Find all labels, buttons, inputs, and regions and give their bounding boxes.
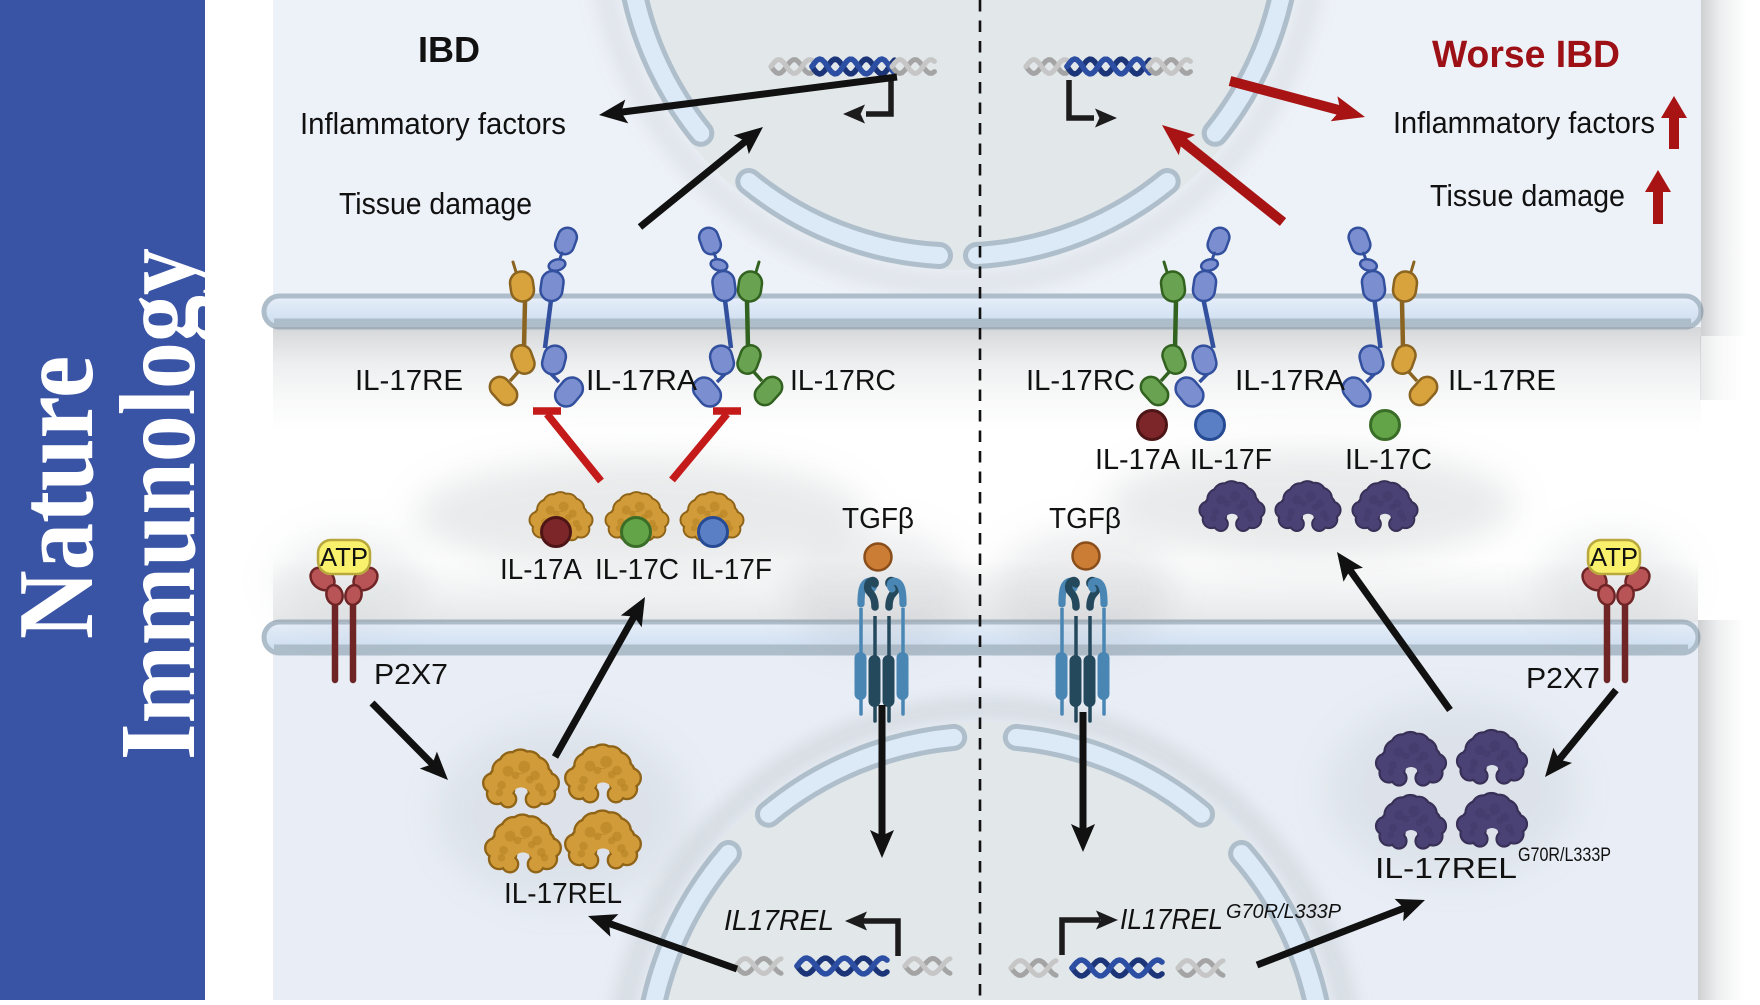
svg-text:Inflammatory factors: Inflammatory factors (1393, 105, 1655, 140)
svg-text:Immunology: Immunology (98, 248, 217, 760)
svg-text:IL-17A: IL-17A (500, 554, 583, 586)
svg-text:Tissue damage: Tissue damage (1430, 178, 1625, 213)
svg-text:IL-17F: IL-17F (691, 554, 772, 586)
svg-text:P2X7: P2X7 (1526, 663, 1600, 695)
svg-text:IL-17REL: IL-17REL (504, 878, 622, 910)
svg-text:Nature: Nature (0, 356, 115, 639)
svg-text:G70R/L333P: G70R/L333P (1518, 845, 1611, 866)
svg-text:IL-17RC: IL-17RC (1026, 365, 1135, 397)
svg-text:IL-17RA: IL-17RA (1235, 365, 1346, 397)
svg-text:IBD: IBD (418, 29, 480, 70)
svg-text:Tissue damage: Tissue damage (339, 186, 532, 221)
svg-text:Worse IBD: Worse IBD (1432, 34, 1620, 76)
svg-text:ATP: ATP (1590, 542, 1638, 572)
svg-text:IL-17C: IL-17C (595, 554, 679, 586)
svg-text:IL-17F: IL-17F (1190, 444, 1272, 476)
svg-text:IL-17RC: IL-17RC (790, 365, 896, 397)
svg-text:P2X7: P2X7 (374, 659, 448, 691)
svg-text:IL-17RE: IL-17RE (355, 365, 463, 397)
svg-text:IL-17A: IL-17A (1095, 444, 1181, 476)
svg-text:Inflammatory factors: Inflammatory factors (300, 106, 566, 141)
svg-text:TGFβ: TGFβ (1049, 503, 1121, 535)
svg-text:IL-17C: IL-17C (1345, 444, 1432, 476)
svg-text:IL-17REL: IL-17REL (1375, 853, 1517, 885)
svg-text:ATP: ATP (320, 542, 368, 572)
svg-text:IL17REL: IL17REL (724, 905, 834, 937)
svg-text:IL-17RA: IL-17RA (586, 365, 698, 397)
svg-text:TGFβ: TGFβ (842, 503, 914, 535)
svg-text:G70R/L333P: G70R/L333P (1226, 901, 1342, 923)
svg-text:IL-17RE: IL-17RE (1448, 365, 1556, 397)
svg-text:IL17REL: IL17REL (1120, 904, 1223, 936)
